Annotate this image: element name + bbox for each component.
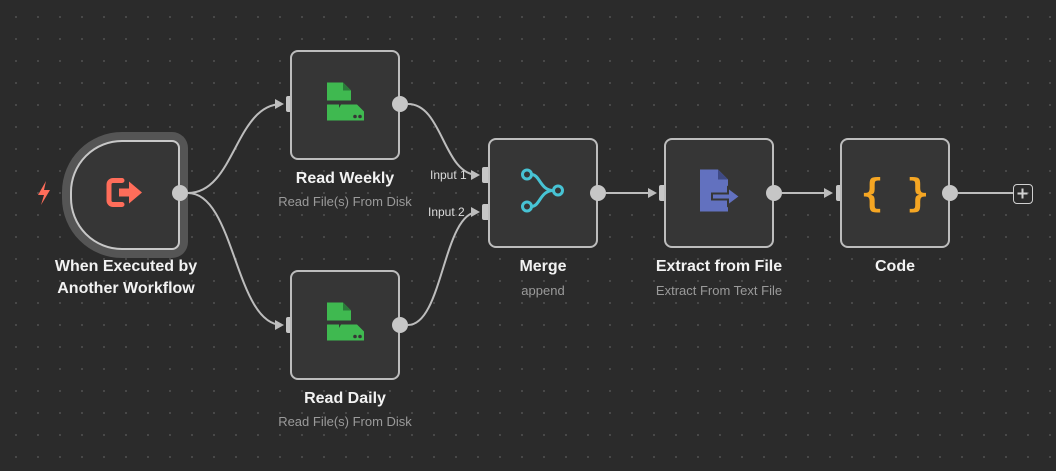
node-merge[interactable]	[488, 138, 598, 248]
read-file-disk-icon	[323, 81, 367, 130]
extract-subtitle: Extract From Text File	[655, 283, 783, 298]
merge-input1-handle[interactable]	[482, 167, 490, 183]
arrowhead-read-weekly	[275, 99, 284, 109]
merge-input2-label: Input 2	[428, 205, 465, 219]
arrowhead-extract	[648, 188, 657, 198]
trigger-bolt-icon	[36, 180, 52, 211]
arrowhead-merge-input1	[471, 170, 480, 180]
trigger-title-line1: When Executed by	[54, 258, 198, 275]
node-extract-from-file[interactable]	[664, 138, 774, 248]
extract-title: Extract from File	[655, 258, 783, 275]
trigger-title-line2: Another Workflow	[57, 280, 195, 297]
read-file-disk-icon	[323, 301, 367, 350]
read-daily-subtitle: Read File(s) From Disk	[278, 414, 412, 429]
add-node-button[interactable]	[1013, 184, 1033, 204]
merge-input1-label: Input 1	[430, 168, 467, 182]
extract-input-handle[interactable]	[659, 185, 667, 201]
merge-title: Merge	[519, 258, 567, 275]
node-read-weekly[interactable]	[290, 50, 400, 160]
read-weekly-subtitle: Read File(s) From Disk	[278, 194, 412, 209]
file-extract-icon	[696, 168, 742, 219]
sign-out-icon	[105, 175, 145, 216]
merge-output-handle[interactable]	[590, 185, 606, 201]
edge-trigger-to-read-daily[interactable]	[187, 192, 283, 326]
merge-input2-handle[interactable]	[482, 204, 490, 220]
curly-braces-icon: { }	[860, 171, 930, 215]
arrowhead-code	[824, 188, 833, 198]
merge-icon	[520, 168, 566, 219]
arrowhead-merge-input2	[471, 207, 480, 217]
edge-read-weekly-to-merge[interactable]	[407, 103, 479, 176]
code-output-handle[interactable]	[942, 185, 958, 201]
code-title: Code	[875, 258, 915, 275]
node-when-executed-by-another-workflow[interactable]	[70, 140, 180, 250]
trigger-output-handle[interactable]	[172, 185, 188, 201]
extract-output-handle[interactable]	[766, 185, 782, 201]
read-daily-output-handle[interactable]	[392, 317, 408, 333]
arrowhead-read-daily	[275, 320, 284, 330]
read-daily-title: Read Daily	[304, 390, 386, 407]
merge-subtitle: append	[521, 283, 565, 298]
edge-read-daily-to-merge[interactable]	[407, 211, 479, 326]
node-code[interactable]: { }	[840, 138, 950, 248]
node-read-daily[interactable]	[290, 270, 400, 380]
read-weekly-output-handle[interactable]	[392, 96, 408, 112]
read-weekly-title: Read Weekly	[295, 170, 395, 187]
edge-trigger-to-read-weekly[interactable]	[187, 103, 283, 194]
